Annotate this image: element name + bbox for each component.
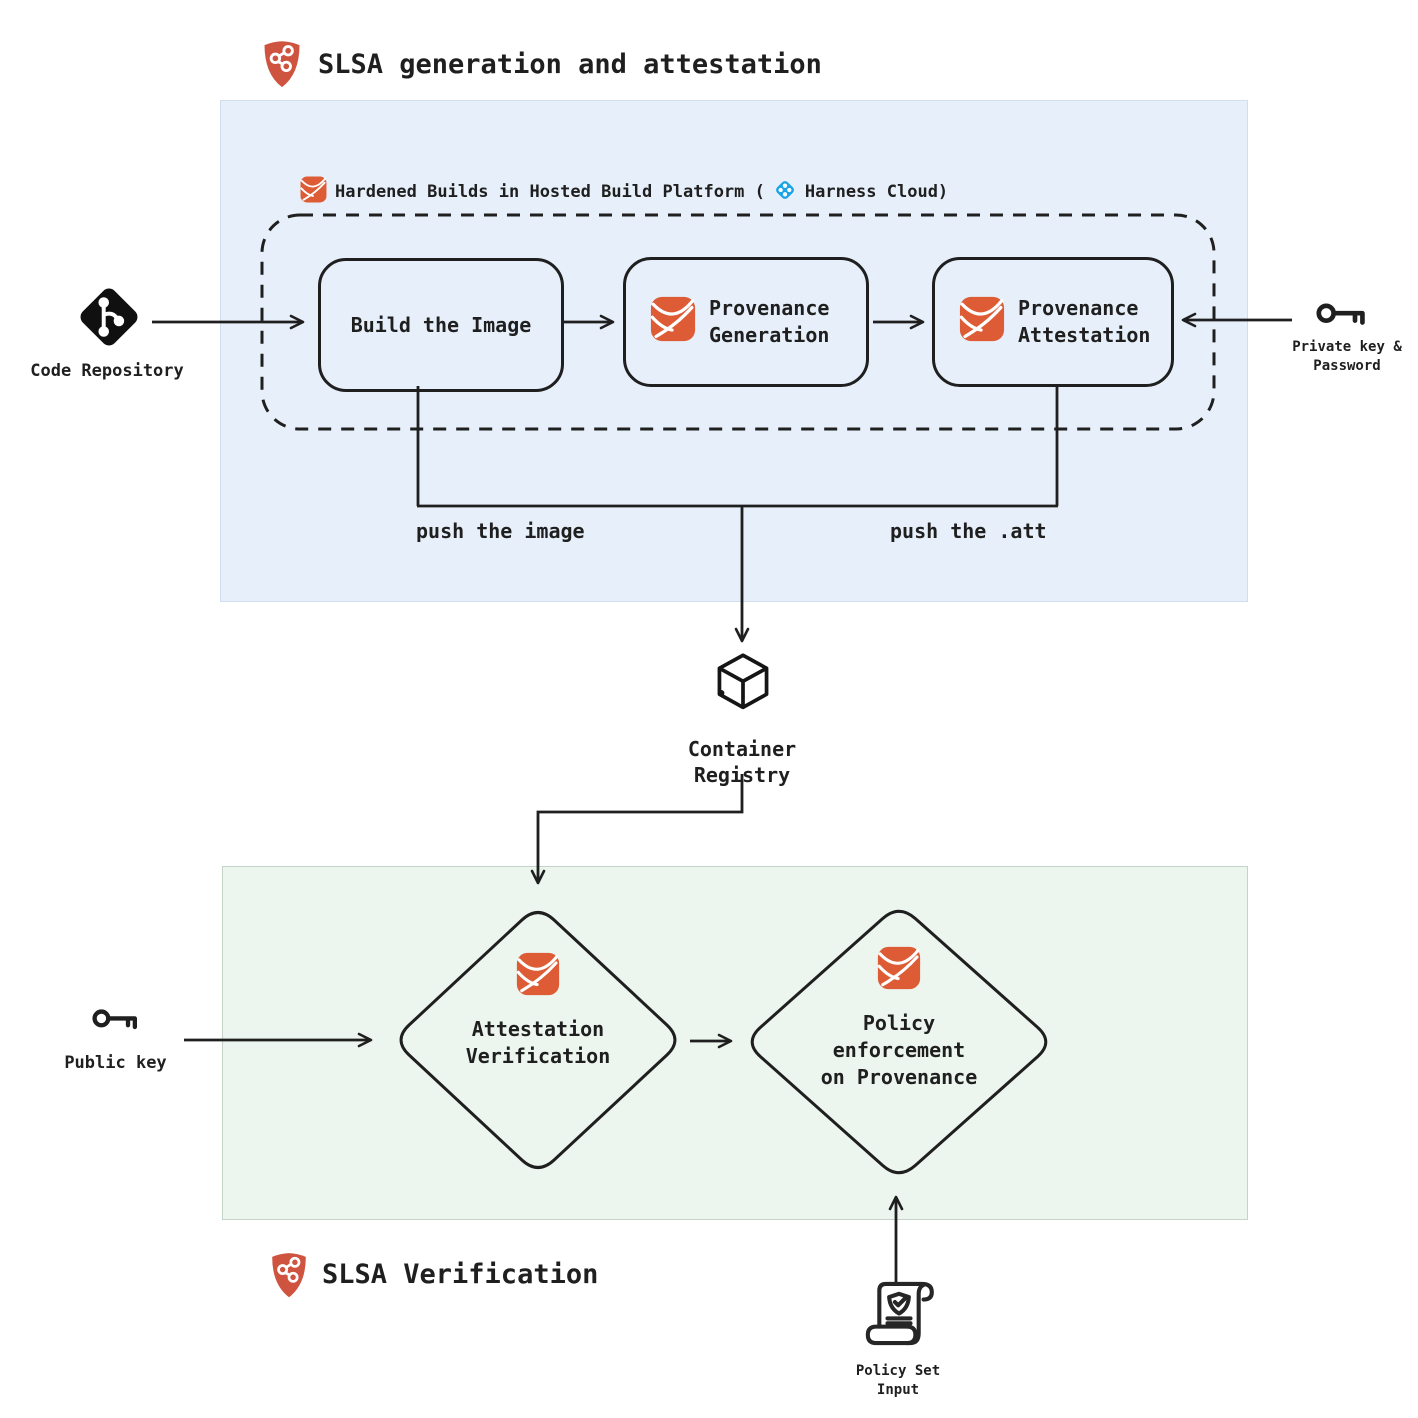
node-attestation-verification: Attestation Verification [388, 900, 688, 1180]
policy-scroll-icon [858, 1274, 940, 1357]
node-label: Provenance Generation [709, 296, 830, 347]
edge-label-push-att: push the .att [890, 519, 1047, 543]
attestation-envelope-icon [650, 296, 696, 349]
hosted-build-platform-text: Hardened Builds in Hosted Build Platform… [335, 182, 765, 202]
node-label: Attestation Verification [465, 1017, 611, 1068]
attestation-envelope-icon [516, 952, 560, 1003]
harness-logo-icon [773, 178, 797, 207]
verification-title: SLSA Verification [322, 1259, 599, 1290]
slsa-shield-icon [266, 1250, 312, 1304]
container-registry-icon [712, 650, 774, 724]
hosted-build-platform-label: Hardened Builds in Hosted Build Platform… [300, 176, 948, 208]
node-label: Provenance Attestation [1018, 296, 1151, 347]
public-key-icon [92, 1007, 140, 1039]
verification-panel [222, 866, 1248, 1220]
node-provenance-attestation: Provenance Attestation [932, 257, 1174, 387]
node-provenance-generation: Provenance Generation [623, 257, 869, 387]
attestation-envelope-icon [300, 176, 327, 208]
private-key-label: Private key & Password [1292, 339, 1402, 374]
page-title: SLSA generation and attestation [318, 49, 822, 80]
node-policy-enforcement: Policy enforcement on Provenance [738, 898, 1060, 1186]
container-registry-label: Container Registry [687, 737, 797, 787]
private-key-icon [1316, 301, 1368, 335]
harness-cloud-text: Harness Cloud) [804, 182, 949, 202]
slsa-shield-icon [258, 38, 306, 94]
node-label: Policy enforcement on Provenance [820, 1011, 978, 1089]
attestation-envelope-icon [877, 946, 921, 997]
git-icon [76, 284, 142, 354]
edge-label-push-image: push the image [416, 519, 585, 543]
policy-set-input-label: Policy Set Input [855, 1363, 941, 1398]
public-key-label: Public key [64, 1053, 167, 1073]
node-label: Build the Image [350, 312, 532, 337]
code-repository-label: Code Repository [30, 361, 184, 381]
node-build-the-image: Build the Image [318, 258, 564, 392]
attestation-envelope-icon [959, 296, 1005, 349]
